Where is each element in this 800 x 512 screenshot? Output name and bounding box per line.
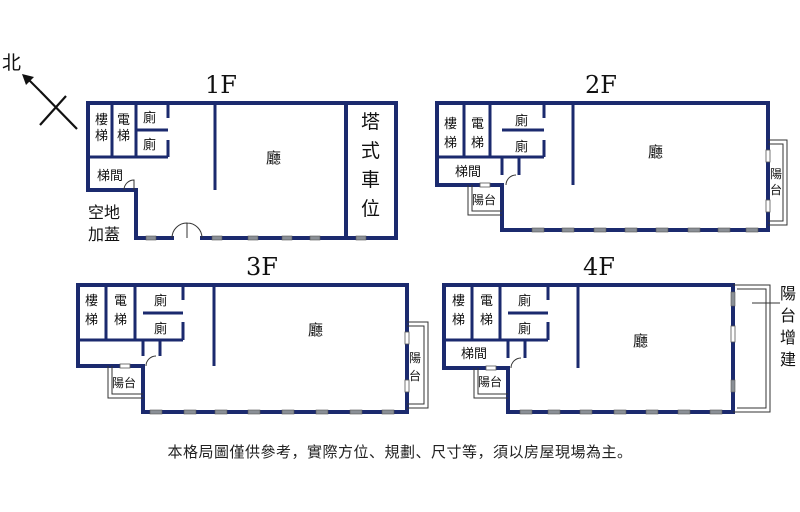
f1-hall-label: 廳: [266, 149, 281, 167]
f2-balcony-door: [479, 182, 491, 188]
f2-toilet-a-label: 廁: [515, 113, 528, 129]
disclaimer-note: 本格局圖僅供參考，實際方位、規劃、尺寸等，須以房屋現場為主。: [167, 443, 633, 461]
f2-stair-label: 樓梯: [444, 117, 457, 151]
f4-toilet-walls: [506, 285, 550, 358]
f2-hall-label: 廳: [648, 143, 663, 161]
f2-east-balcony-rail: [768, 139, 788, 226]
compass-line-a: [39, 90, 78, 130]
f4-balcony-a-label: 陽台: [478, 374, 502, 389]
f2-west-balcony-rail: [467, 185, 502, 216]
f4-stair-label: 樓梯: [452, 294, 465, 328]
f3-stair-label: 樓梯: [85, 294, 98, 328]
f4-stairwell-door: [510, 357, 522, 369]
f3-outer-walls: [76, 283, 409, 414]
f3-balcony-b-label: 陽台: [409, 351, 421, 383]
f2-stairwell-door: [505, 174, 517, 186]
f1-parking-label: 塔 式 車 位: [361, 111, 386, 220]
f3-stairwell-door: [145, 355, 157, 367]
f4-core-walls: [444, 285, 548, 342]
f4-toilet-b-label: 廁: [518, 321, 531, 337]
floor-4f: 4F 樓梯 電梯 廁 廁 梯間 廳 陽台 陽 台 增 建: [442, 253, 800, 415]
f4-elevator-label: 電梯: [480, 294, 493, 328]
f3-balcony-a-label: 陽台: [112, 375, 136, 390]
f4-extension-label: 陽 台 增 建: [780, 284, 800, 369]
f2-balcony-b-label: 陽台: [770, 167, 782, 197]
f1-main-double-door: [171, 222, 203, 239]
f3-toilet-b-label: 廁: [154, 321, 167, 337]
f1-annex-label: 空地 加蓋: [88, 203, 125, 244]
f1-south-wall-a: [134, 188, 174, 240]
f3-south-windows: [149, 409, 395, 415]
f1-stairwell-door: [123, 179, 135, 191]
f2-outer-walls: [435, 101, 770, 232]
floor-4f-title: 4F: [583, 253, 615, 281]
f4-hall-label: 廳: [633, 332, 648, 350]
f3-east-balcony-rail: [407, 321, 429, 409]
f4-toilet-a-label: 廁: [518, 293, 531, 309]
f4-stairwell-label: 梯間: [461, 347, 487, 362]
floor-3f-title: 3F: [246, 253, 278, 281]
f1-elevator-label: 電梯: [117, 113, 130, 144]
f3-toilet-a-label: 廁: [154, 293, 167, 309]
f3-toilet-walls: [141, 285, 185, 356]
floor-1f: 1F 樓梯 電梯 廁 廁 梯間 廳 塔 式 車: [86, 71, 398, 244]
f4-south-windows: [519, 409, 723, 415]
f2-toilet-b-label: 廁: [515, 139, 528, 155]
floor-2f-title: 2F: [585, 71, 617, 99]
f2-balcony-a-label: 陽台: [472, 192, 496, 207]
f4-west-balcony-rail: [473, 368, 508, 399]
north-compass: 北: [2, 52, 78, 130]
f2-elevator-label: 電梯: [471, 117, 484, 151]
f2-toilet-walls: [500, 103, 546, 175]
f1-stair-label: 樓梯: [95, 113, 108, 144]
f4-extension-outline: [733, 284, 771, 413]
compass-arrow-head: [22, 74, 34, 85]
f1-south-windows: [145, 235, 367, 241]
floor-3f: 3F 樓梯 電梯 廁 廁 廳 陽台 陽台: [76, 253, 429, 415]
f1-toilet-b-label: 廁: [143, 137, 156, 153]
f2-core-walls: [437, 103, 544, 159]
f3-west-balcony-rail: [107, 366, 143, 399]
compass-line-b: [39, 95, 67, 126]
f3-elevator-label: 電梯: [114, 294, 127, 328]
compass-north-label: 北: [2, 52, 21, 74]
floor-2f: 2F 樓梯 電梯 廁 廁 梯間 廳 陽台 陽台: [435, 71, 788, 233]
f1-toilet-a-label: 廁: [143, 110, 156, 126]
f3-core-walls: [78, 285, 183, 342]
f2-stairwell-label: 梯間: [455, 165, 481, 180]
f3-hall-label: 廳: [308, 321, 323, 339]
f2-south-windows: [531, 227, 759, 233]
f1-toilet-walls: [136, 103, 170, 159]
floor-1f-title: 1F: [205, 71, 237, 99]
f1-stairwell-label: 梯間: [97, 169, 123, 184]
